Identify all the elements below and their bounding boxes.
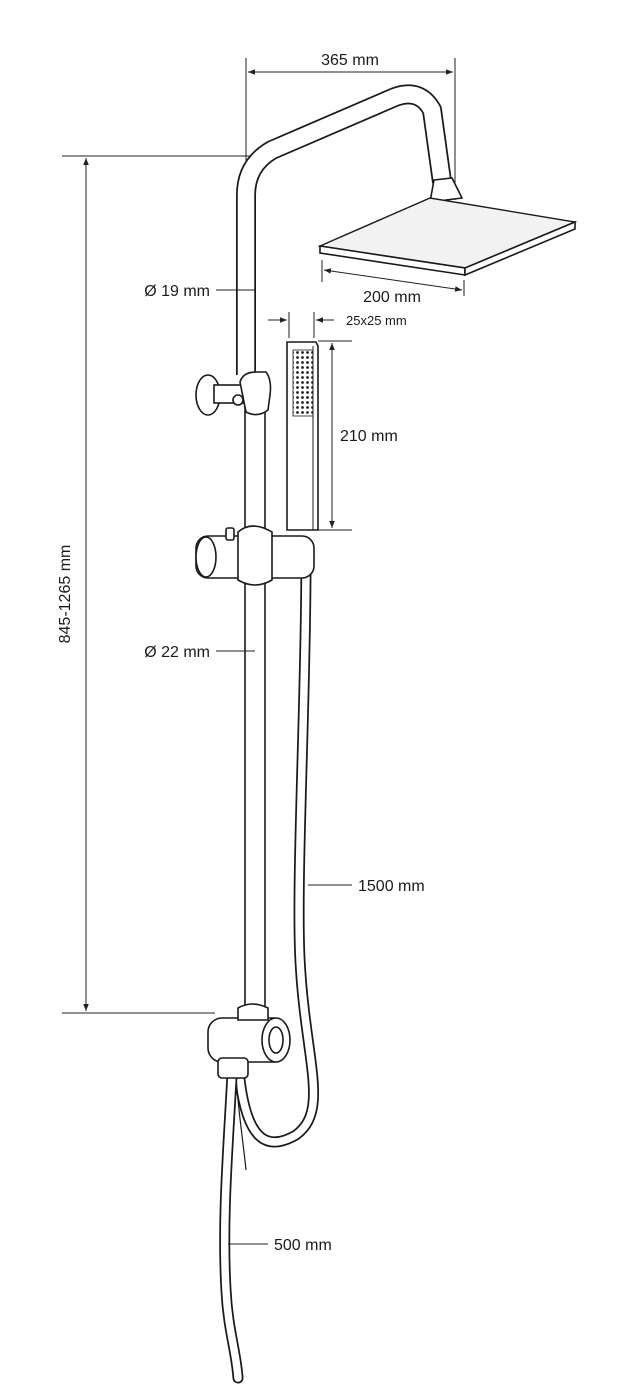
riser-pipe xyxy=(244,394,266,1016)
label-hose-short-text: 500 mm xyxy=(274,1237,332,1254)
label-lower-pipe-diameter-text: Ø 22 mm xyxy=(144,644,210,661)
hand-shower xyxy=(286,341,319,531)
label-upper-pipe-diameter-text: Ø 19 mm xyxy=(144,283,210,300)
dimension-hand-shower-section: 25x25 mm xyxy=(268,312,407,338)
label-lower-pipe-diameter: Ø 22 mm xyxy=(144,644,255,661)
label-hose-long: 1500 mm xyxy=(308,878,425,895)
shower-hose xyxy=(234,554,320,1148)
hand-shower-nozzles xyxy=(292,349,314,417)
label-hose-long-text: 1500 mm xyxy=(358,878,425,895)
head-joint xyxy=(429,177,464,203)
wall-bracket-upper xyxy=(195,371,272,416)
diverter-valve xyxy=(207,1003,291,1079)
slider-bracket xyxy=(195,525,315,586)
dimension-hand-shower-length-label: 210 mm xyxy=(340,428,398,445)
label-hose-short: 500 mm xyxy=(228,1237,332,1254)
label-upper-pipe-diameter: Ø 19 mm xyxy=(144,283,255,300)
dimension-head-size-label: 200 mm xyxy=(363,289,421,306)
dimension-height-range-label: 845-1265 mm xyxy=(57,545,74,644)
dimension-height-range: 845-1265 mm xyxy=(57,155,258,1014)
supply-hose xyxy=(219,1069,247,1384)
dimension-hand-shower-section-label: 25x25 mm xyxy=(346,313,407,328)
dimension-hand-shower-length: 210 mm xyxy=(318,340,398,531)
rain-shower-head xyxy=(317,197,578,277)
upper-arm-pipe xyxy=(236,84,452,375)
dimension-width-overall-label: 365 mm xyxy=(321,52,379,69)
dimension-head-size: 200 mm xyxy=(321,260,465,306)
